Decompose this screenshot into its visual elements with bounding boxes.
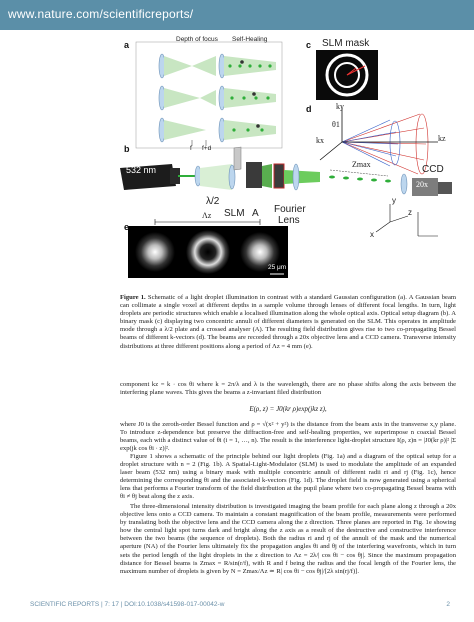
panel-e-intensity [128,219,288,278]
panel-d-kz: kz [438,134,446,143]
caption-text: Schematic of a light droplet illuminatio… [120,294,456,350]
body-paragraph-4: The three-dimensional intensity distribu… [120,503,456,575]
panel-b-lens: Lens [278,215,300,226]
panel-d-kvectors [319,108,438,175]
panel-b-objective: 20x [416,180,428,189]
figure-caption: Figure 1. Schematic of a light droplet i… [120,294,456,351]
footer-journal: SCIENTIFIC REPORTS [30,601,100,608]
panel-a-tick-f: f [190,145,192,152]
panel-b-ccd: CCD [422,164,444,175]
footer-page-number: 2 [446,601,450,608]
figure-1: a b c d e Depth of focus Self-Healing f … [120,36,456,286]
panel-c-slm-mask [316,50,378,100]
body-paragraph-2: where J0 is the zeroth-order Bessel func… [120,421,456,453]
panel-label-d: d [306,104,312,114]
panel-a-tick-fd: f+d [202,145,212,152]
panel-b-lambda2: λ/2 [206,196,220,207]
body-paragraph-1: component kz = k · cos θi where k = 2π/λ… [120,381,456,397]
panel-label-e: e [124,222,130,232]
panel-c-title: SLM mask [322,38,370,49]
site-header-bar: www.nature.com/scientificreports/ [0,0,474,30]
panel-b-axis-z: z [408,208,412,217]
panel-d-kx: kx [316,136,324,145]
site-url[interactable]: www.nature.com/scientificreports/ [8,7,194,21]
panel-a-graphic [135,41,283,149]
panel-b-fourier: Fourier [274,204,306,215]
panel-b-a: A [252,208,259,219]
body-paragraph-3: Figure 1 shows a schematic of the princi… [120,453,456,501]
panel-e-scale: 25 μm [268,264,287,271]
equation-1: E(ρ, z) = J0(kr ρ)exp(jkz z), [249,405,327,413]
page-footer: SCIENTIFIC REPORTS | 7: 17 | DOI:10.1038… [30,601,450,613]
panel-b-axis-x: x [370,230,374,239]
panel-e-lambda-z: Λz [202,211,212,220]
panel-b-zmax: Zmax [352,160,371,169]
caption-label: Figure 1. [120,294,146,301]
panel-label-b: b [124,144,130,154]
panel-a-col1: Depth of focus [176,36,218,43]
panel-b-slm: SLM [224,208,245,219]
footer-citation: | 7: 17 | DOI:10.1038/s41598-017-00042-w [101,601,225,608]
panel-b-laser: 532 nm [126,165,157,175]
panel-d-ky: ky [336,102,344,111]
figure-graphics [120,41,452,278]
panel-d-theta: θ1 [332,120,340,129]
panel-label-a: a [124,40,130,50]
panel-label-c: c [306,40,312,50]
panel-b-axis-y: y [392,196,396,205]
panel-b-setup [120,146,452,237]
panel-a-col2: Self-Healing [232,36,268,43]
